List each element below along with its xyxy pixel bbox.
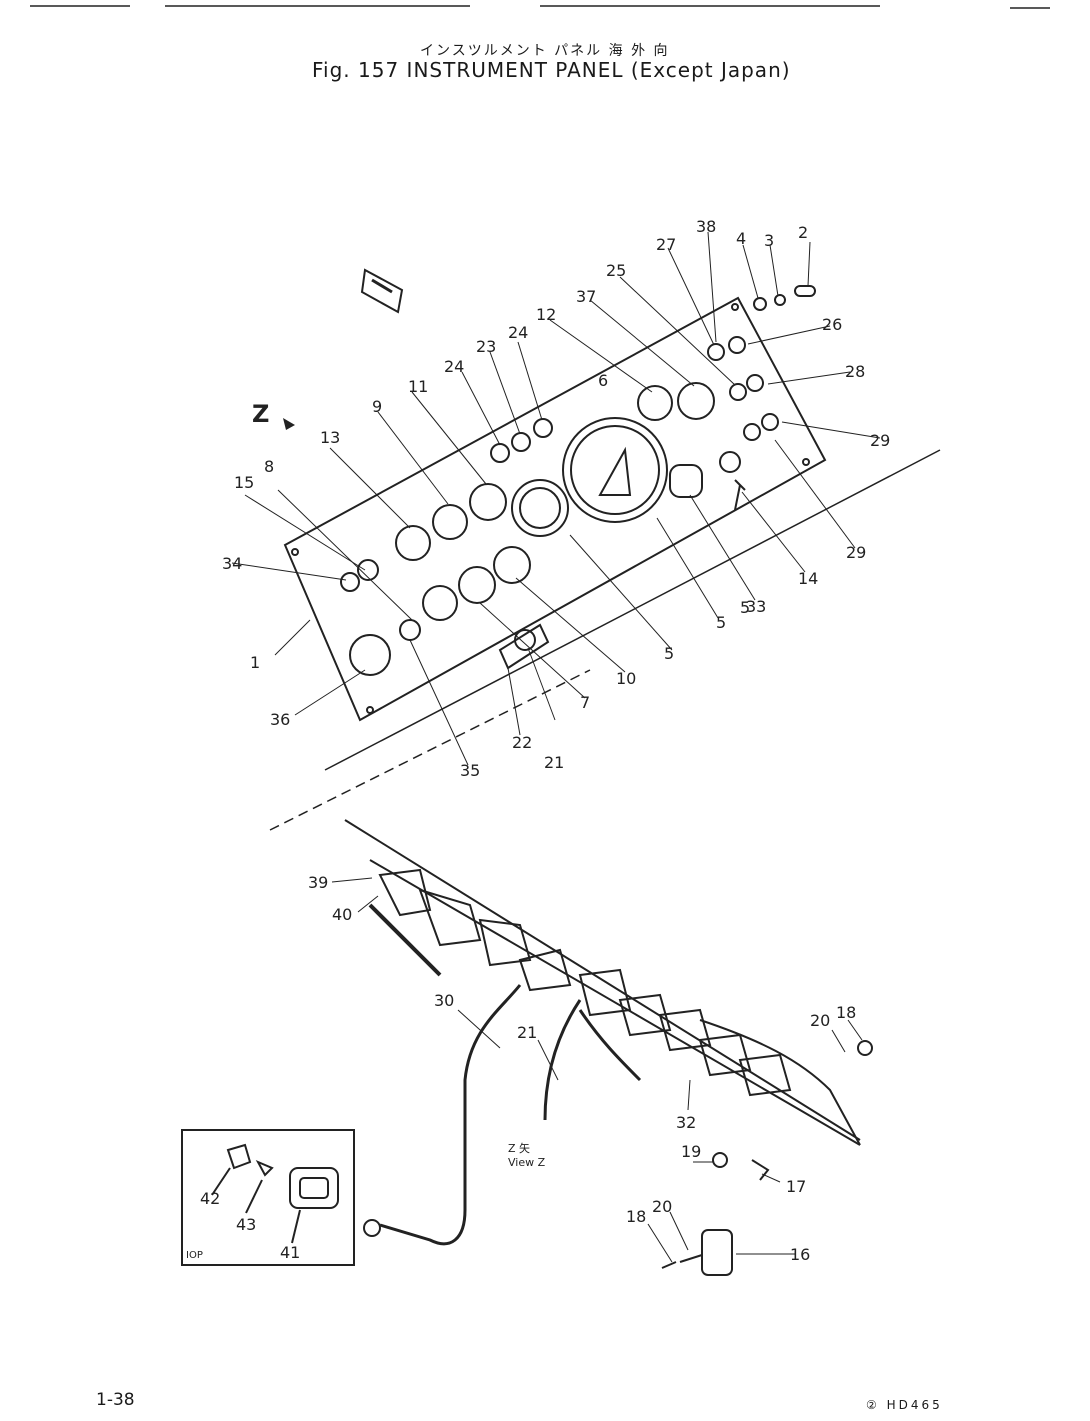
callout-label: 5 bbox=[664, 644, 674, 663]
leader-lines-upper bbox=[231, 231, 881, 766]
leader-lines-lower bbox=[331, 877, 863, 1263]
callout-label: 9 bbox=[372, 397, 382, 416]
callout-label: 34 bbox=[222, 554, 242, 573]
callout-label: 21 bbox=[544, 753, 564, 772]
callout-label: 16 bbox=[790, 1245, 810, 1264]
callout-label: 42 bbox=[200, 1189, 220, 1208]
view-z-caption-line2: View Z bbox=[508, 1156, 546, 1169]
view-z-marker: Z bbox=[252, 400, 269, 428]
gauges bbox=[340, 285, 816, 676]
callout-label: 27 bbox=[656, 235, 676, 254]
callout-label: 24 bbox=[444, 357, 464, 376]
callout-label: 33 bbox=[746, 597, 766, 616]
callout-label: 1 bbox=[250, 653, 260, 672]
callout-label: 30 bbox=[434, 991, 454, 1010]
speedometer-gauge bbox=[562, 417, 668, 523]
callout-label: 19 bbox=[681, 1142, 701, 1161]
callout-label: 17 bbox=[786, 1177, 806, 1196]
callout-label: 15 bbox=[234, 473, 254, 492]
frame-marks bbox=[30, 5, 1050, 9]
callout-label: 23 bbox=[476, 337, 496, 356]
callout-label: 29 bbox=[846, 543, 866, 562]
callout-label: 11 bbox=[408, 377, 428, 396]
callout-numbers: 1 2 3 4 5 5 5 6 7 8 9 10 11 12 13 14 15 … bbox=[200, 217, 890, 1264]
callout-label: 20 bbox=[810, 1011, 830, 1030]
callout-label: 36 bbox=[270, 710, 290, 729]
callout-label: 18 bbox=[836, 1003, 856, 1022]
callout-label: 14 bbox=[798, 569, 818, 588]
callout-label: 5 bbox=[716, 613, 726, 632]
callout-label: 40 bbox=[332, 905, 352, 924]
callout-label: 5 bbox=[740, 598, 750, 617]
callout-label: 39 bbox=[308, 873, 328, 892]
callout-label: 28 bbox=[845, 362, 865, 381]
page-number: 1-38 bbox=[96, 1390, 135, 1410]
figure-title: Fig. 157 INSTRUMENT PANEL (Except Japan) bbox=[312, 58, 791, 82]
callout-label: 38 bbox=[696, 217, 716, 236]
inset-tag: IOP bbox=[186, 1250, 203, 1261]
callout-label: 37 bbox=[576, 287, 596, 306]
callout-label: 10 bbox=[616, 669, 636, 688]
callout-label: 25 bbox=[606, 261, 626, 280]
callout-label: 29 bbox=[870, 431, 890, 450]
callout-label: 21 bbox=[517, 1023, 537, 1042]
callout-label: 8 bbox=[264, 457, 274, 476]
callout-label: 26 bbox=[822, 315, 842, 334]
callout-label: 2 bbox=[798, 223, 808, 242]
callout-label: 3 bbox=[764, 231, 774, 250]
callout-label: 18 bbox=[626, 1207, 646, 1226]
panel-rear-view bbox=[344, 819, 873, 1276]
callout-label: 13 bbox=[320, 428, 340, 447]
panel-plate bbox=[269, 296, 941, 831]
inset-box bbox=[181, 1129, 355, 1266]
view-z-caption-line1: Z 矢 bbox=[508, 1141, 530, 1155]
callout-label: 6 bbox=[598, 371, 608, 390]
tachometer-gauge bbox=[511, 479, 569, 537]
callout-label: 4 bbox=[736, 229, 746, 248]
callout-label: 32 bbox=[676, 1113, 696, 1132]
callout-label: 12 bbox=[536, 305, 556, 324]
fwd-decal bbox=[360, 268, 404, 314]
callout-label: 22 bbox=[512, 733, 532, 752]
callout-label: 41 bbox=[280, 1243, 300, 1262]
callout-label: 43 bbox=[236, 1215, 256, 1234]
callout-label: 7 bbox=[580, 693, 590, 712]
title-japanese: インスツルメント パネル 海 外 向 bbox=[420, 43, 670, 59]
drawing-code: ② HD465 bbox=[866, 1398, 943, 1412]
callout-label: 20 bbox=[652, 1197, 672, 1216]
callout-label: 24 bbox=[508, 323, 528, 342]
callout-label: 35 bbox=[460, 761, 480, 780]
